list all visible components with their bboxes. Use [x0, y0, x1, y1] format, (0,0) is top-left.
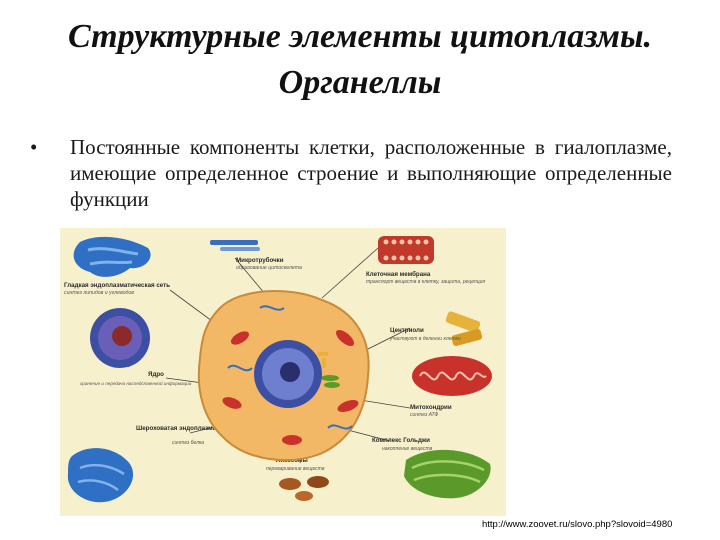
mitochondria-icon	[412, 356, 492, 396]
mitochondria-sublabel: синтез АТФ	[410, 412, 438, 418]
leader-lines	[165, 247, 411, 464]
cell-organelles-figure: Гладкая эндоплазматическая сеть синтез л…	[60, 228, 506, 516]
rough-er-icon	[67, 448, 134, 503]
microtubules-label: Микротрубочки	[236, 257, 284, 264]
rough-er-label: Шероховатая эндоплазматическая сеть	[136, 425, 259, 432]
rough-er-sublabel: синтез белка	[172, 440, 204, 446]
nucleus-label: Ядро	[148, 371, 164, 378]
bullet-item: • Постоянные компоненты клетки, располож…	[30, 134, 672, 212]
nucleus-icon	[90, 308, 150, 368]
cell-membrane-sublabel: транспорт веществ в клетку, защита, реце…	[366, 279, 485, 285]
smooth-er-label: Гладкая эндоплазматическая сеть	[64, 282, 170, 289]
lysosomes-sublabel: переваривание веществ	[266, 466, 325, 472]
source-url-link[interactable]: http://www.zoovet.ru/slovo.php?slovoid=4…	[482, 519, 673, 530]
golgi-icon	[404, 449, 491, 499]
smooth-er-icon	[73, 236, 151, 277]
slide-title: Структурные элементы цитоплазмы. Органел…	[0, 14, 720, 106]
slide-title-line-1: Структурные элементы цитоплазмы.	[67, 18, 653, 55]
microtubules-sublabel: образование цитоскелета	[236, 265, 302, 271]
smooth-er-sublabel: синтез липидов и углеводов	[64, 290, 134, 296]
bullet-text: Постоянные компоненты клетки, расположен…	[70, 135, 672, 211]
golgi-label: Комплекс Гольджи	[372, 437, 430, 444]
centrioles-icon	[445, 311, 483, 347]
cell-organelles-diagram: Гладкая эндоплазматическая сеть синтез л…	[64, 236, 492, 503]
mitochondria-label: Митохондрии	[410, 404, 452, 411]
centrioles-label: Центриоли	[390, 327, 424, 334]
lysosomes-icon	[279, 476, 329, 501]
golgi-sublabel: накопление веществ	[382, 446, 433, 452]
bullet-point-icon: •	[30, 135, 38, 159]
nucleus-sublabel: хранение и передача наследственной инфор…	[79, 380, 192, 386]
slide-title-line-2: Органеллы	[278, 64, 442, 101]
centrioles-sublabel: участвуют в делении клетки	[389, 336, 461, 342]
animal-cell-icon	[197, 290, 370, 462]
cell-membrane-label: Клеточная мембрана	[366, 271, 431, 278]
microtubules-icon	[210, 240, 260, 251]
cell-membrane-icon	[378, 236, 434, 264]
